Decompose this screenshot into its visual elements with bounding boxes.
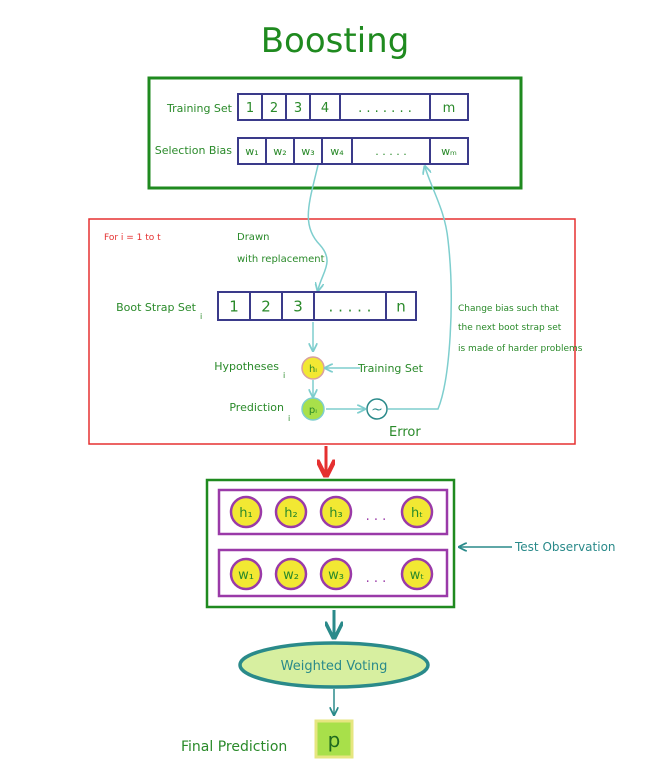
bootstrap-cell: 3: [293, 298, 303, 316]
final-prediction-node: [314, 719, 354, 759]
ensemble-weight-node-label: w₃: [328, 568, 344, 583]
training-set-cell: . . . . . . .: [358, 101, 412, 116]
training-set-cell: 1: [246, 101, 254, 116]
selection-bias-cell: wₘ: [441, 145, 457, 158]
selection-bias-cells: w₁ w₂ w₃ w₄ . . . . . wₘ: [245, 138, 457, 164]
ensemble-weight-node-label: wₜ: [410, 568, 425, 583]
prediction-node: [301, 397, 325, 421]
training-set-cell: 3: [294, 101, 302, 116]
ensemble-hypothesis-node: [400, 495, 434, 529]
selection-bias-cell: w₃: [301, 145, 314, 158]
hypothesis-nodes: h₁ h₂ h₃ hₜ . . .: [229, 495, 434, 529]
ensemble-hypothesis-node-label: h₁: [239, 506, 252, 521]
training-set-cell: 2: [270, 101, 278, 116]
training-set-label: Training Set: [166, 102, 233, 115]
ensemble-weight-node: [400, 557, 434, 591]
hypotheses-label: Hypotheses: [214, 360, 279, 373]
final-prediction-label: Final Prediction: [181, 739, 287, 755]
ensemble-hypothesis-node: [274, 495, 308, 529]
diagram-title: Boosting: [261, 21, 410, 61]
loop-box: [88, 218, 576, 445]
loop-training-set-label: Training Set: [357, 362, 424, 375]
prediction-subscript: i: [288, 414, 290, 423]
bootstrap-cell: 1: [229, 298, 239, 316]
training-set-cells: 1 2 3 4 . . . . . . . m: [246, 94, 455, 120]
error-symbol: ~: [371, 402, 383, 418]
test-observation-label: Test Observation: [514, 540, 616, 554]
ensemble-hypothesis-node: [319, 495, 353, 529]
hypothesis-node: [301, 356, 325, 380]
data-box: [147, 76, 523, 190]
prediction-label: Prediction: [229, 401, 284, 414]
bootstrap-array: [217, 291, 417, 321]
ensemble-weight-node-label: w₂: [283, 568, 299, 583]
change-bias-line1: Change bias such that: [458, 304, 559, 314]
training-set-cell: m: [443, 101, 456, 116]
change-bias-line3: is made of harder problems: [458, 344, 583, 354]
bootstrap-cell: 2: [261, 298, 271, 316]
training-set-cell: 4: [321, 101, 329, 116]
loop-label: For i = 1 to t: [104, 233, 161, 243]
bootstrap-subscript: i: [200, 312, 202, 321]
ensemble-hypothesis-node: [229, 495, 263, 529]
selection-bias-cell: w₄: [330, 145, 344, 158]
bootstrap-cells: 1 2 3 . . . . . n: [229, 292, 406, 320]
ensemble-hypothesis-node-label: hₜ: [411, 506, 423, 521]
ensemble-weight-ellipsis: . . .: [366, 571, 387, 586]
selection-bias-cell: . . . . .: [375, 145, 406, 158]
ensemble-weight-node: [319, 557, 353, 591]
ensemble-weight-node-label: w₁: [238, 568, 254, 583]
bootstrap-label: Boot Strap Set: [116, 301, 197, 314]
replacement-label: with replacement: [237, 254, 325, 265]
weight-nodes: w₁ w₂ w₃ wₜ . . .: [229, 557, 434, 591]
weights-row: [217, 548, 449, 598]
change-bias-line2: the next boot strap set: [458, 323, 562, 333]
error-node: [366, 398, 388, 420]
prediction-node-label: pᵢ: [309, 405, 317, 416]
ensemble-hypothesis-node-label: h₂: [284, 506, 297, 521]
ensemble-hypothesis-ellipsis: . . .: [366, 509, 387, 524]
bootstrap-cell: n: [396, 298, 406, 316]
hypothesis-node-label: hᵢ: [309, 364, 317, 375]
hypotheses-row: [217, 488, 449, 536]
feedback-arrow: [388, 167, 452, 410]
final-prediction-value: p: [328, 728, 341, 752]
ensemble-box: [205, 478, 456, 609]
error-label: Error: [389, 425, 421, 440]
bootstrap-cell: . . . . .: [329, 298, 372, 316]
training-set-array: [237, 93, 469, 121]
weighted-voting-fill: [240, 643, 428, 687]
ensemble-weight-node: [229, 557, 263, 591]
weighted-voting-label: Weighted Voting: [281, 659, 388, 674]
hypotheses-subscript: i: [283, 371, 285, 380]
selection-bias-label: Selection Bias: [155, 144, 233, 157]
ensemble-weight-node: [274, 557, 308, 591]
drawn-label: Drawn: [237, 232, 269, 243]
drawn-arrow: [307, 164, 328, 290]
weighted-voting-node: [238, 641, 430, 689]
selection-bias-cell: w₂: [273, 145, 286, 158]
selection-bias-cell: w₁: [245, 145, 258, 158]
ensemble-hypothesis-node-label: h₃: [329, 506, 342, 521]
